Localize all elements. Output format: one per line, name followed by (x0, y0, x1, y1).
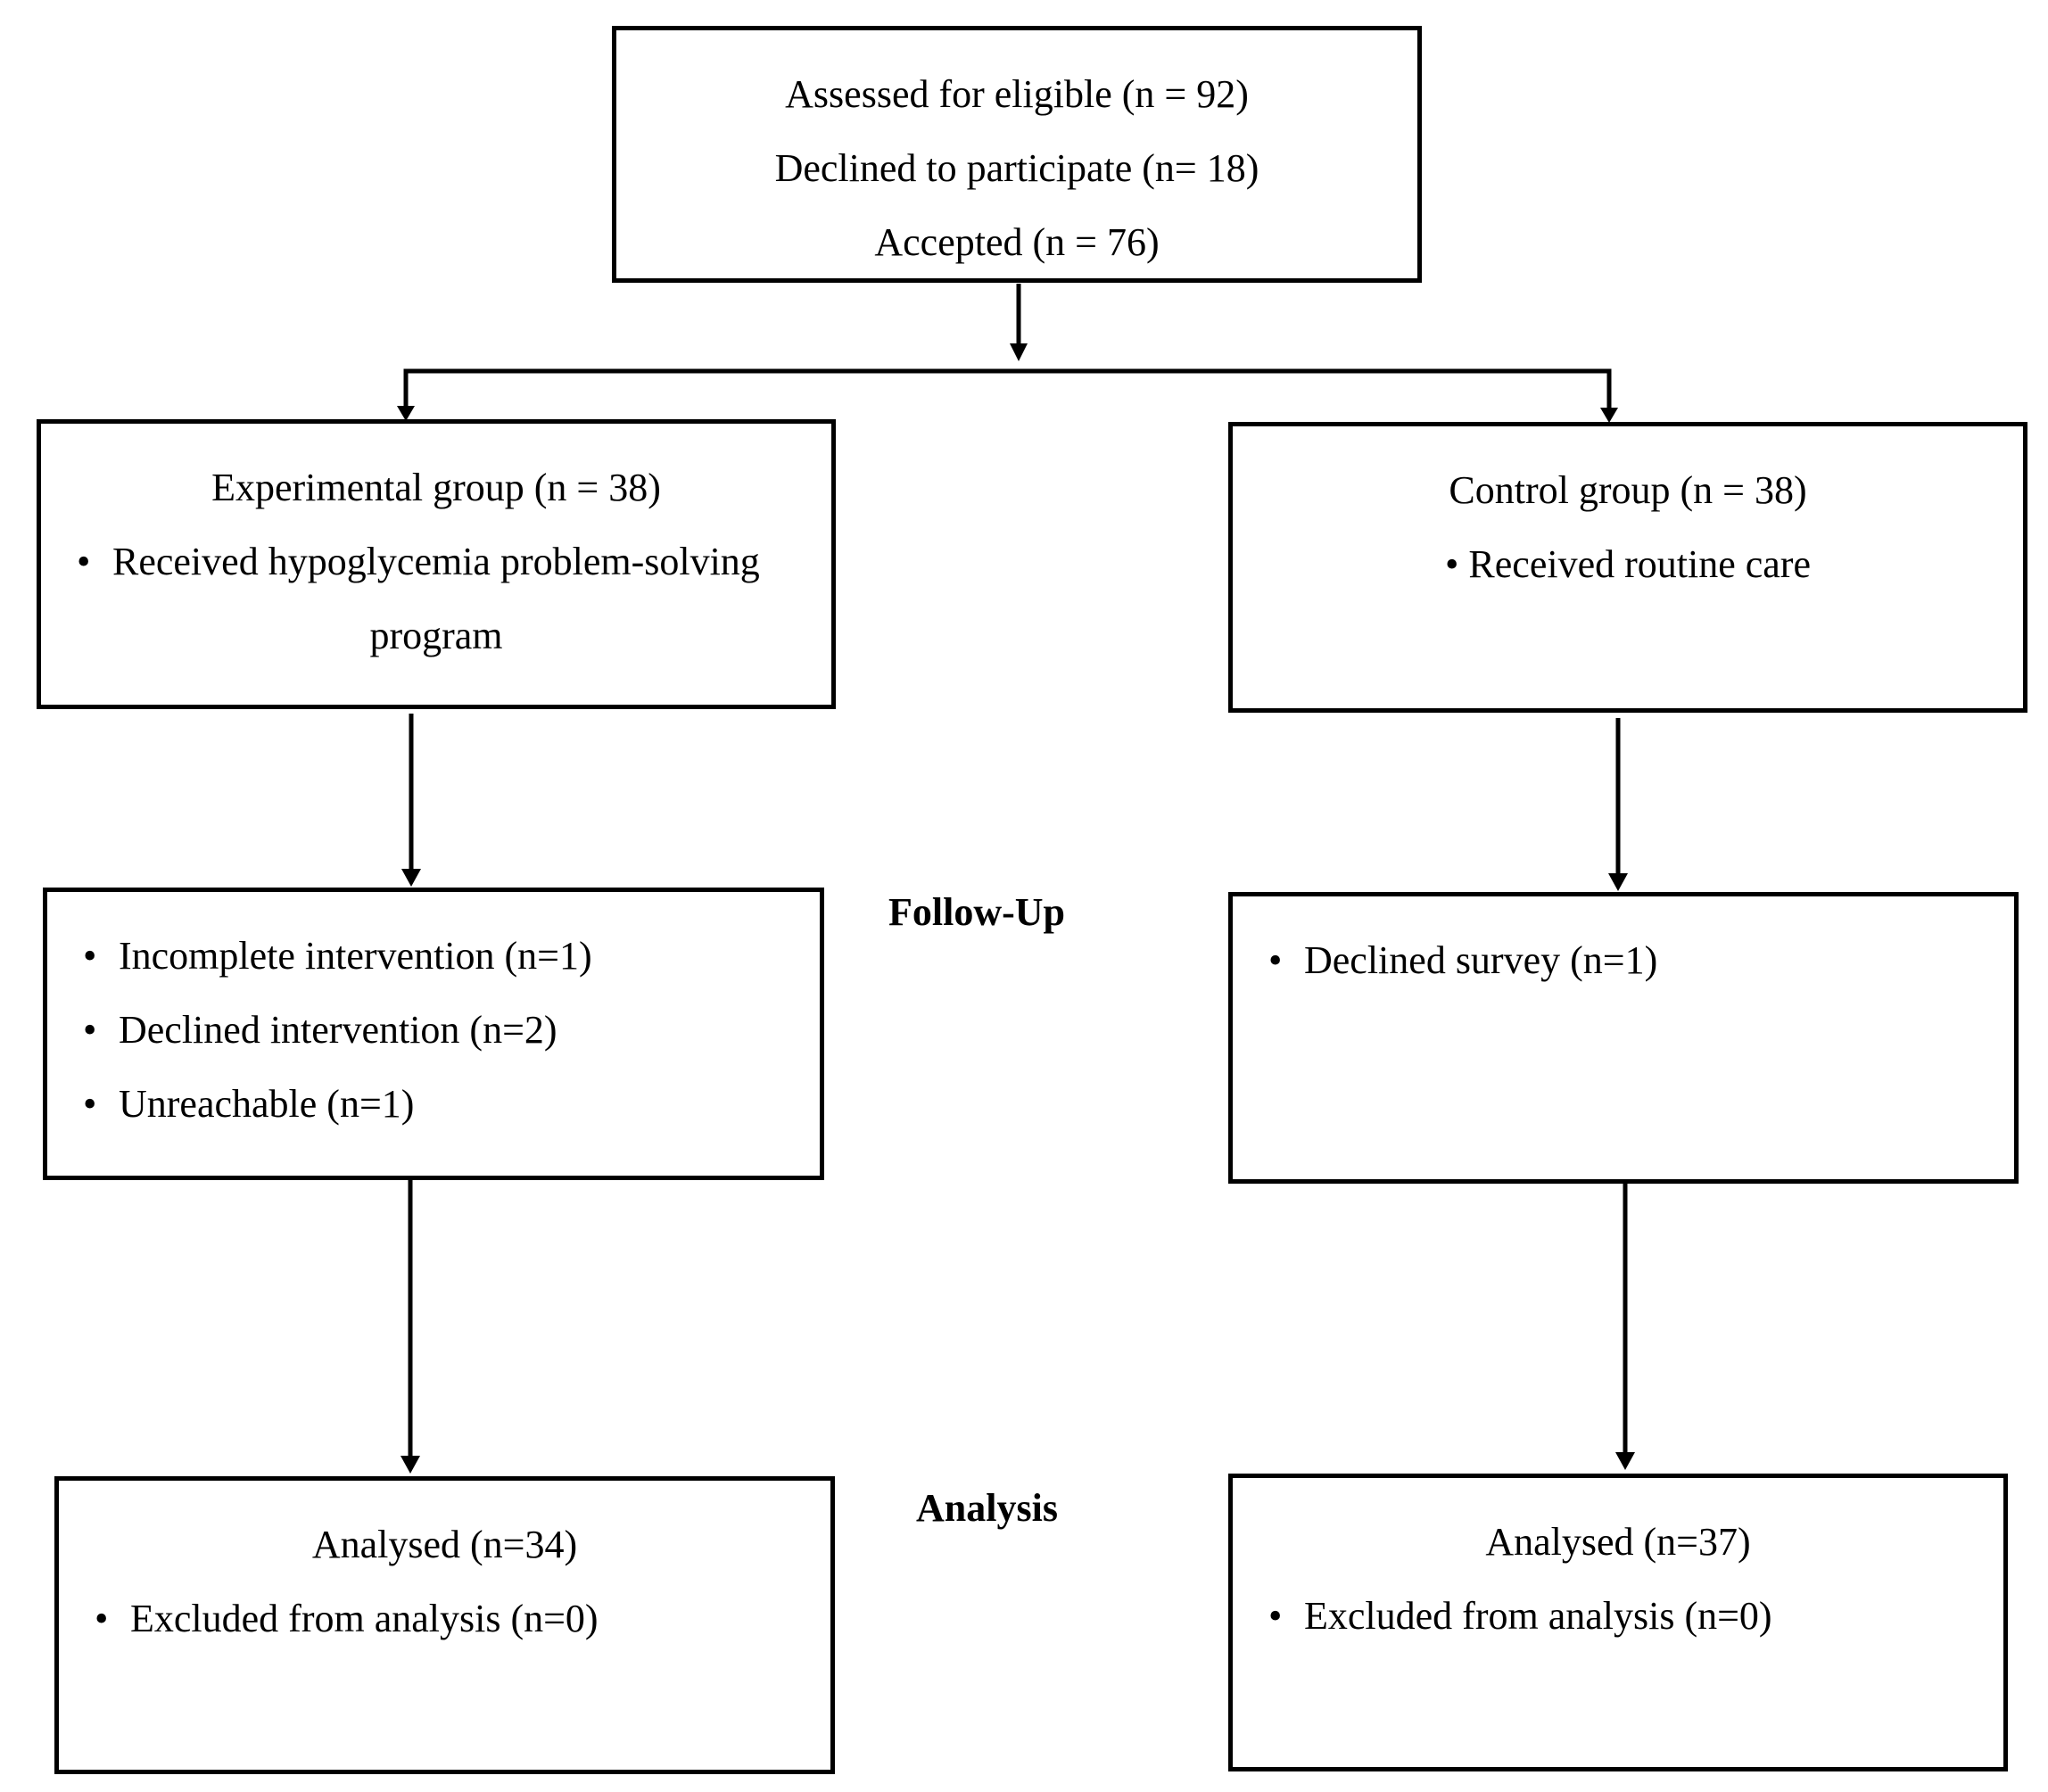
experimental-followup-item: Incomplete intervention (n=1) (47, 919, 820, 993)
experimental-analysed-text: Analysed (n=34) (311, 1523, 578, 1566)
experimental-group-bullet-cont: program (369, 614, 503, 657)
experimental-followup-item: Unreachable (n=1) (47, 1067, 820, 1141)
enrollment-box: Assessed for eligible (n = 92) Declined … (612, 26, 1422, 283)
experimental-group-box: Experimental group (n = 38) Received hyp… (37, 419, 836, 709)
experimental-excluded-text: Excluded from analysis (n=0) (59, 1581, 830, 1656)
control-group-box: Control group (n = 38) • Received routin… (1228, 422, 2027, 713)
control-analysed-text: Analysed (n=37) (1485, 1520, 1751, 1564)
experimental-group-bullet: Received hypoglycemia problem-solving (41, 524, 831, 599)
control-followup-box: Declined survey (n=1) (1228, 892, 2019, 1184)
accepted-text: Accepted (n = 76) (874, 220, 1160, 264)
follow-up-label: Follow-Up (888, 890, 1065, 934)
declined-text: Declined to participate (n= 18) (774, 146, 1259, 190)
control-analysis-box: Analysed (n=37) Excluded from analysis (… (1228, 1474, 2008, 1771)
assessed-text: Assessed for eligible (n = 92) (785, 72, 1249, 116)
experimental-followup-item: Declined intervention (n=2) (47, 993, 820, 1067)
control-group-title: Control group (n = 38) (1449, 468, 1807, 512)
control-followup-item: Declined survey (n=1) (1233, 923, 2014, 997)
split-line (403, 368, 1612, 417)
experimental-group-title: Experimental group (n = 38) (211, 466, 661, 509)
experimental-analysis-box: Analysed (n=34) Excluded from analysis (… (54, 1476, 835, 1774)
analysis-label: Analysis (916, 1486, 1058, 1530)
experimental-followup-box: Incomplete intervention (n=1) Declined i… (43, 888, 824, 1180)
bullet-icon: • (1445, 542, 1469, 586)
control-group-bullet: • Received routine care (1233, 527, 2023, 601)
control-group-bullet-text: Received routine care (1468, 542, 1811, 586)
control-excluded-text: Excluded from analysis (n=0) (1233, 1579, 2003, 1653)
